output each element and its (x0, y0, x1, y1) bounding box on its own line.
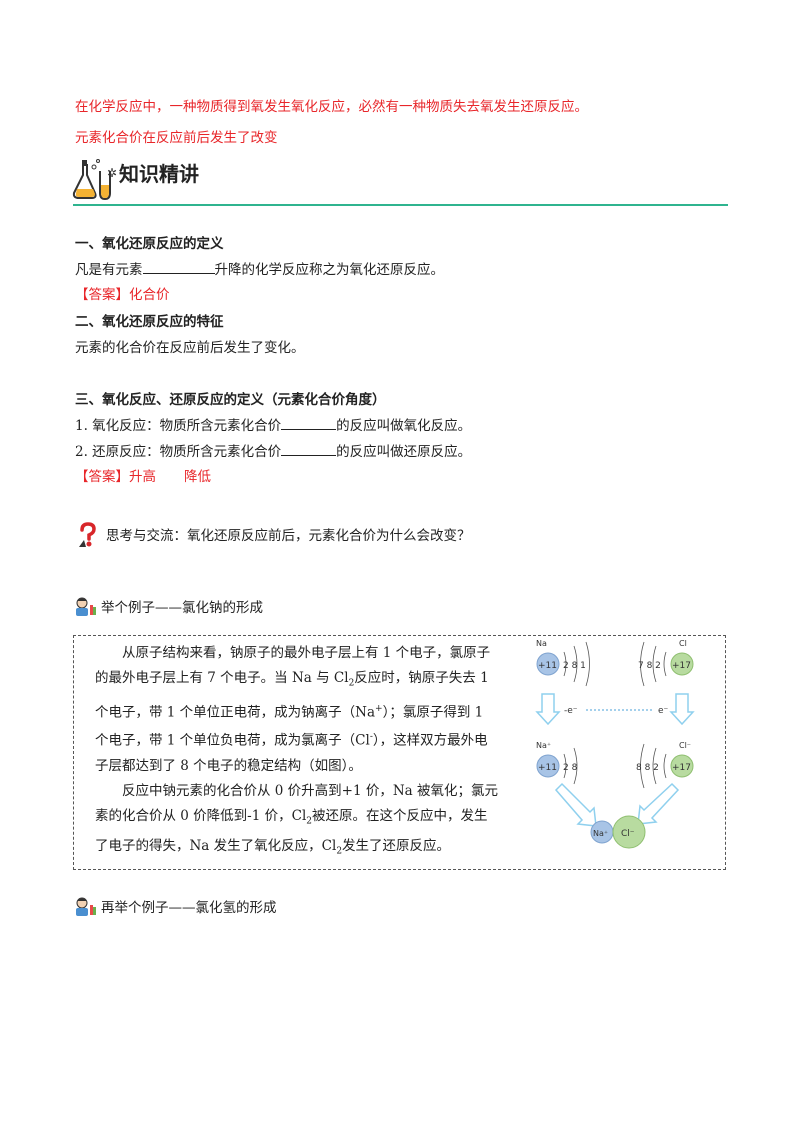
intro-line-1: 在化学反应中，一种物质得到氧发生氧化反应，必然有一种物质失去氧发生还原反应。 (75, 99, 588, 115)
fill-blank-3 (281, 441, 337, 456)
answer-1: 【答案】化合价 (75, 285, 170, 305)
example-paragraph-2: 反应中钠元素的化合价从 0 价升高到+1 价，Na 被氧化；氯元素的化合价从 0… (95, 782, 499, 858)
down-arrow-right (669, 693, 695, 726)
cl-ion-product-label: Cl⁻ (621, 829, 635, 839)
na-ion-charge: +11 (538, 763, 557, 773)
question-mark-icon (77, 522, 99, 548)
answer-label-3: 【答案】 (75, 469, 129, 485)
cl-atom-label: Cl (679, 639, 687, 648)
na-ion-product-label: Na⁺ (593, 829, 608, 838)
feature-text: 元素的化合价在反应前后发生了变化。 (75, 340, 305, 356)
electron-lost: -e⁻ (564, 706, 578, 716)
diagonal-arrow-right (637, 782, 680, 825)
cl-atom-shells: 7 8 2 (638, 661, 661, 671)
item1-text-after: 的反应叫做氧化反应。 (336, 418, 472, 434)
item-oxidation: 1. 氧化反应：物质所含元素化合价 的反应叫做氧化反应。 (75, 415, 471, 436)
na-ion-label: Na⁺ (536, 741, 551, 750)
definition-text-before: 凡是有元素 (75, 262, 143, 278)
cl-ion-label: Cl⁻ (679, 741, 691, 750)
example-paragraph-1: 从原子结构来看，钠原子的最外电子层上有 1 个电子，氯原子的最外电子层上有 7 … (95, 645, 491, 774)
think-text: 思考与交流：氧化还原反应前后，元素化合价为什么会改变？ (106, 528, 471, 544)
answer-value-fall: 降低 (184, 469, 211, 485)
example2-title: 再举个例子——氯化氢的形成 (101, 900, 277, 916)
diagonal-arrow-left (554, 782, 597, 827)
example-box (73, 635, 726, 870)
cl-ion-product (612, 815, 646, 849)
down-arrow-left (535, 693, 561, 726)
fill-blank-1 (142, 259, 215, 274)
heading-3: 三、氧化反应、还原反应的定义（元素化合价角度） (75, 392, 386, 408)
item1-text-before: 1. 氧化反应：物质所含元素化合价 (75, 418, 282, 434)
cl-ion-shells: 8 8 2 (636, 763, 659, 773)
definition-line: 凡是有元素 升降的化学反应称之为氧化还原反应。 (75, 259, 444, 280)
item2-text-after: 的反应叫做还原反应。 (336, 444, 472, 460)
nacl-diagram: Na +11 2 8 1 Cl +17 7 8 2 -e⁻ e⁻ Na⁺ +11… (528, 636, 718, 866)
item2-text-before: 2. 还原反应：物质所含元素化合价 (75, 444, 282, 460)
cl-ion-charge: +17 (672, 763, 691, 773)
cl-atom-nucleus (670, 652, 694, 676)
answer-3: 【答案】升高 降低 (75, 467, 211, 487)
cl-atom-charge: +17 (672, 661, 691, 671)
sparkle-icon: ✲ (107, 166, 118, 180)
fill-blank-2 (281, 415, 337, 430)
na-ion-nucleus (536, 754, 560, 778)
definition-text-after: 升降的化学反应称之为氧化还原反应。 (214, 262, 445, 278)
answer-value-rise: 升高 (129, 469, 156, 485)
intro-line-2: 元素化合价在反应前后发生了改变 (75, 130, 278, 146)
flask-icon (70, 157, 116, 203)
na-atom-label: Na (536, 639, 547, 648)
example-text: 从原子结构来看，钠原子的最外电子层上有 1 个电子，氯原子的最外电子层上有 7 … (95, 641, 500, 865)
answer-value-1: 化合价 (129, 287, 170, 303)
heading-2: 二、氧化还原反应的特征 (75, 314, 224, 330)
na-atom-shells: 2 8 1 (563, 661, 586, 671)
section-divider (73, 204, 728, 206)
scientist-icon (73, 597, 97, 617)
item-reduction: 2. 还原反应：物质所含元素化合价 的反应叫做还原反应。 (75, 441, 471, 462)
cl-ion-nucleus (670, 754, 694, 778)
scientist-icon-2 (73, 897, 97, 917)
na-atom-charge: +11 (538, 661, 557, 671)
electron-gained: e⁻ (658, 706, 669, 716)
na-atom-nucleus (536, 652, 560, 676)
example1-title: 举个例子——氯化钠的形成 (101, 600, 263, 616)
section-title: 知识精讲 (119, 162, 199, 186)
na-ion-shells: 2 8 (563, 763, 578, 773)
heading-1: 一、氧化还原反应的定义 (75, 236, 224, 252)
answer-label-1: 【答案】 (75, 287, 129, 303)
